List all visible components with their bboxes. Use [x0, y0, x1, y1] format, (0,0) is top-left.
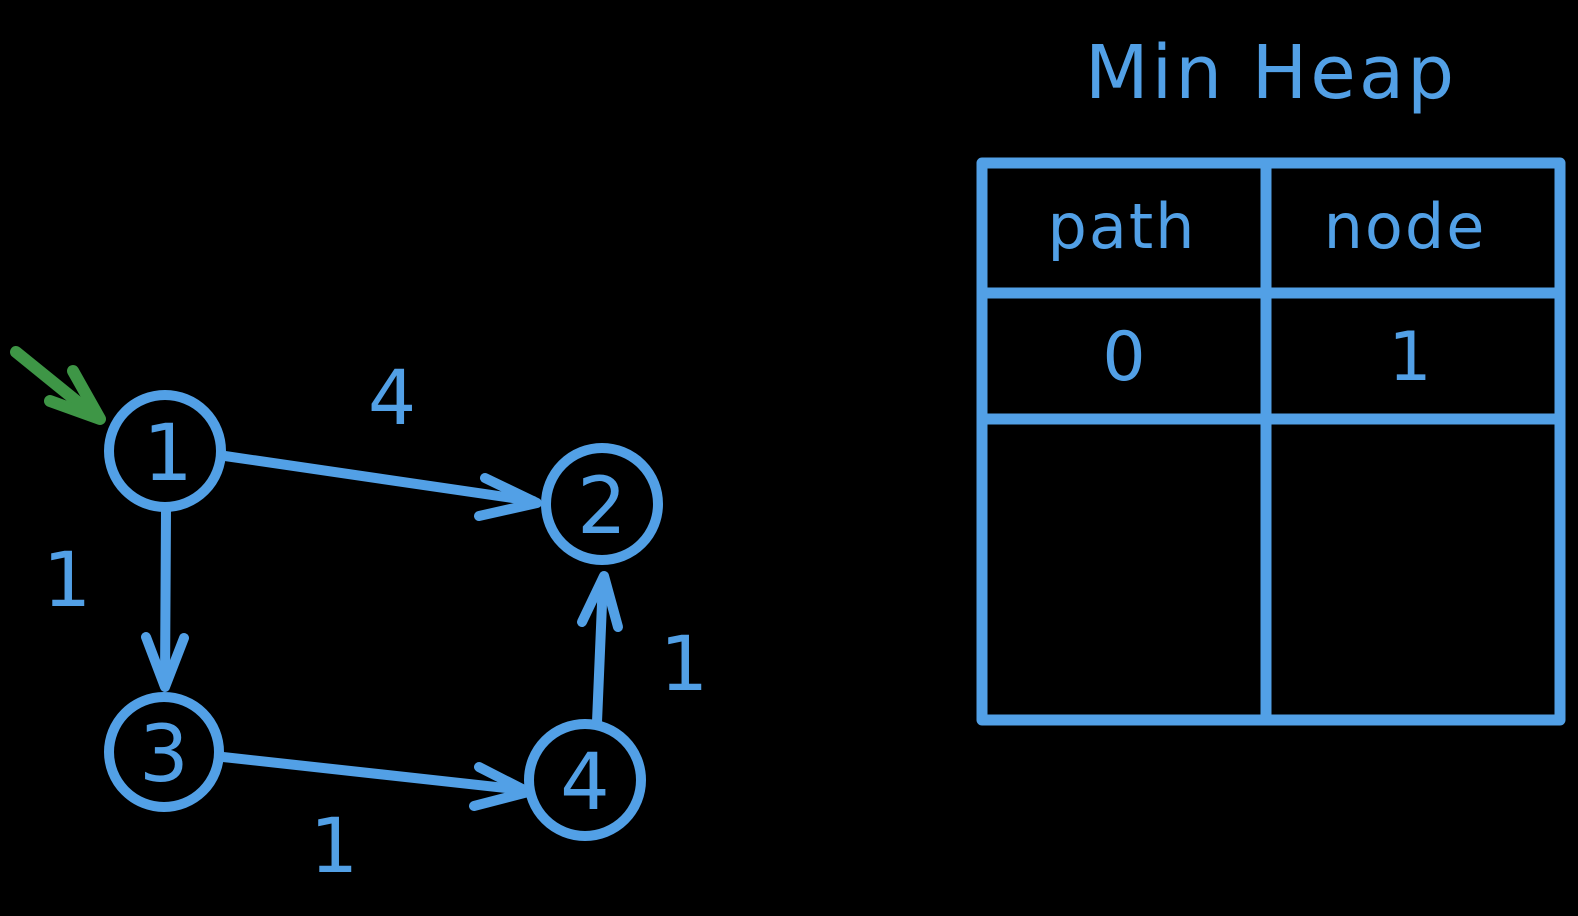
- column-header-node: node: [1324, 190, 1487, 263]
- node-1: 1: [104, 390, 226, 512]
- node-2-label: 2: [577, 462, 627, 552]
- start-arrow-shaft: [10, 346, 101, 422]
- edge-4-2-arrowhead-icon: [577, 571, 623, 632]
- node-2-circle: [541, 443, 663, 565]
- edge-1-2-weight-label: 4: [368, 353, 416, 442]
- start-arrow-icon: [10, 346, 106, 425]
- node-1-circle: [104, 390, 226, 512]
- edge-4-2-line: [592, 575, 608, 727]
- node-4-circle: [524, 719, 646, 841]
- edge-4-2-weight-label: 1: [660, 619, 708, 708]
- node-3-label: 3: [139, 710, 189, 800]
- edge-3-4-line: [218, 752, 529, 795]
- node-3-circle: [104, 692, 224, 812]
- node-2: 2: [541, 443, 663, 565]
- min-heap-title: Min Heap: [1085, 30, 1457, 116]
- edge-3-4: 1: [218, 752, 533, 890]
- edge-4-2: 1: [577, 571, 708, 727]
- heap-row-0-path-cell: 0: [1102, 318, 1145, 397]
- edge-1-3-line: [160, 506, 171, 689]
- min-heap-table: path node 0 1: [976, 157, 1566, 726]
- edge-1-2-line: [220, 451, 538, 506]
- node-1-label: 1: [143, 409, 193, 499]
- edge-1-2-arrowhead-icon: [474, 473, 542, 521]
- node-3: 3: [104, 692, 224, 812]
- edge-1-3-arrowhead-icon: [141, 632, 189, 692]
- start-arrow-head: [44, 365, 106, 425]
- edge-3-4-weight-label: 1: [310, 801, 358, 890]
- column-header-path: path: [1048, 190, 1197, 263]
- edge-1-2: 4: [220, 353, 542, 521]
- heap-row-0-node-cell: 1: [1388, 318, 1431, 397]
- node-4-label: 4: [560, 738, 610, 828]
- edge-1-3: 1: [43, 506, 189, 692]
- node-4: 4: [524, 719, 646, 841]
- edge-1-3-weight-label: 1: [43, 535, 91, 624]
